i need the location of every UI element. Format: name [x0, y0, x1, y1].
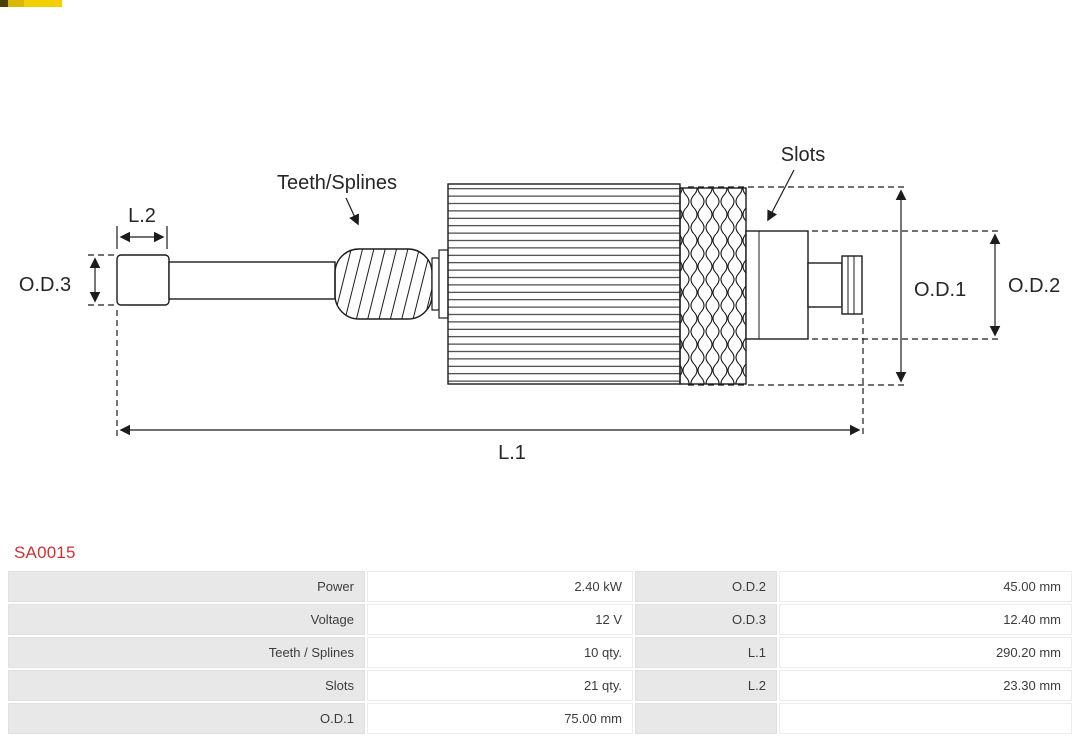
l1-label: L.1 [498, 442, 526, 464]
table-row: Voltage 12 V O.D.3 12.40 mm [8, 604, 1072, 635]
transition-ring-1 [431, 257, 440, 311]
spec-value: 23.30 mm [779, 670, 1072, 701]
armature-core [447, 183, 681, 385]
l2-label: L.2 [128, 205, 156, 227]
od2-label: O.D.2 [1008, 275, 1060, 297]
spec-label [635, 703, 777, 734]
shaft-section [168, 261, 336, 300]
spec-value: 10 qty. [367, 637, 633, 668]
callout-teeth-splines: Teeth/Splines [277, 172, 397, 226]
dimension-od2: O.D.2 [812, 230, 1060, 340]
spec-value: 12.40 mm [779, 604, 1072, 635]
transition-ring-2 [438, 249, 449, 319]
spec-label: Voltage [8, 604, 365, 635]
armature-diagram-svg: O.D.3 L.2 Teeth/Splines Slots O.D.1 [19, 144, 1060, 464]
table-row: O.D.1 75.00 mm [8, 703, 1072, 734]
grooved-tip [841, 255, 863, 315]
part-number: SA0015 [14, 543, 76, 562]
callout-slots: Slots [767, 144, 825, 222]
spec-value: 21 qty. [367, 670, 633, 701]
table-row: Slots 21 qty. L.2 23.30 mm [8, 670, 1072, 701]
winding-slots-section [679, 187, 747, 385]
teeth-splines-label: Teeth/Splines [277, 172, 397, 194]
spec-label: L.1 [635, 637, 777, 668]
spec-label: O.D.2 [635, 571, 777, 602]
spec-value: 75.00 mm [367, 703, 633, 734]
dimension-l1: L.1 [116, 310, 864, 464]
spec-label: L.2 [635, 670, 777, 701]
spec-label: Teeth / Splines [8, 637, 365, 668]
shaft-end-left [116, 254, 170, 306]
slots-label: Slots [781, 144, 825, 166]
od3-label: O.D.3 [19, 274, 71, 296]
spec-label: Slots [8, 670, 365, 701]
od1-label: O.D.1 [914, 279, 966, 301]
spec-label: O.D.3 [635, 604, 777, 635]
commutator [745, 230, 809, 340]
spec-label: Power [8, 571, 365, 602]
spec-value: 290.20 mm [779, 637, 1072, 668]
table-row: Teeth / Splines 10 qty. L.1 290.20 mm [8, 637, 1072, 668]
spec-value [779, 703, 1072, 734]
spec-table: Power 2.40 kW O.D.2 45.00 mm Voltage 12 … [8, 571, 1072, 734]
dimension-l2: L.2 [116, 205, 168, 249]
dimension-od3: O.D.3 [19, 254, 117, 306]
shaft-end-right [807, 262, 843, 308]
spec-value: 2.40 kW [367, 571, 633, 602]
armature-technical-diagram: O.D.3 L.2 Teeth/Splines Slots O.D.1 [19, 144, 1060, 464]
table-row: Power 2.40 kW O.D.2 45.00 mm [8, 571, 1072, 602]
as-pl-logo-strip-icon [0, 0, 62, 7]
spec-value: 45.00 mm [779, 571, 1072, 602]
spec-label: O.D.1 [8, 703, 365, 734]
spline-section [334, 248, 433, 320]
dimension-od1: O.D.1 [688, 186, 966, 386]
spec-value: 12 V [367, 604, 633, 635]
armature-drawing [116, 183, 863, 385]
